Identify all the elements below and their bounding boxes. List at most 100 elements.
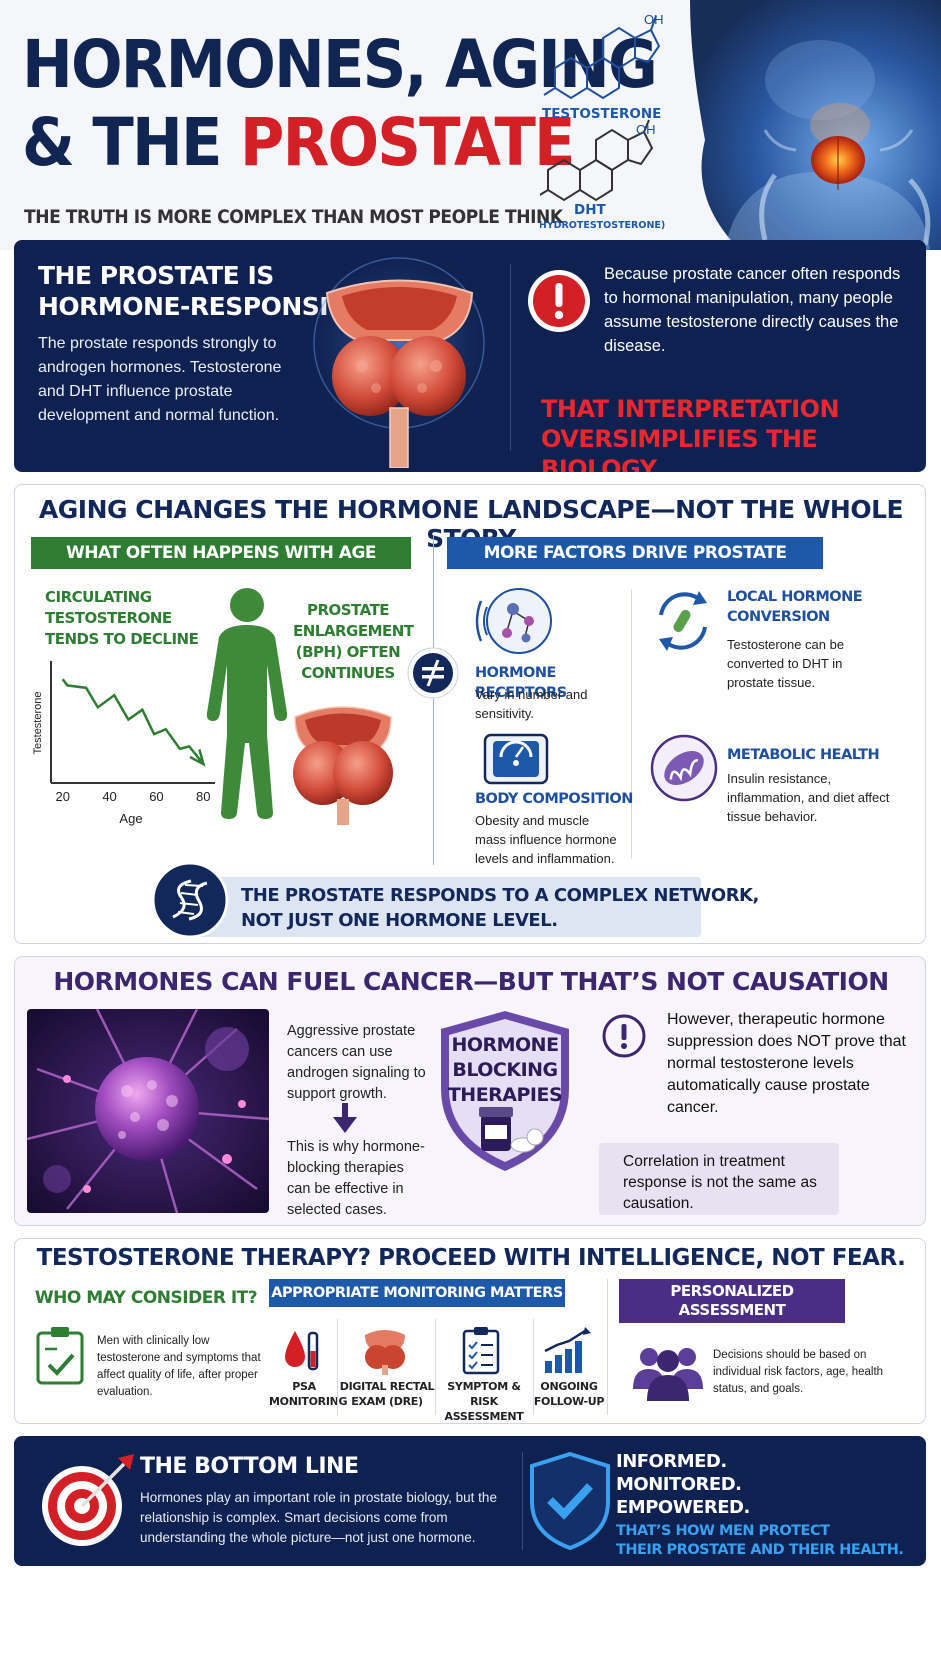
people-group-icon [633, 1348, 703, 1401]
man-silhouette-icon [206, 588, 288, 819]
section2-title: AGING CHANGES THE HORMONE LANDSCAPE—NOT … [38, 495, 904, 553]
title-part-b: PROSTATE [239, 104, 576, 181]
monitor-followup-line2: FOLLOW-UP [533, 1395, 605, 1408]
oh-label: OH [644, 12, 664, 27]
banner-line2: NOT JUST ONE HORMONE LEVEL. [241, 910, 558, 931]
personalized-header-line1: PERSONALIZED ASSESSMENT [670, 1282, 794, 1319]
slogan: INFORMED. MONITORED. EMPOWERED. [616, 1450, 750, 1519]
monitoring-header: APPROPRIATE MONITORING MATTERS [269, 1279, 565, 1307]
bph-line4: CONTINUES [301, 664, 395, 682]
bottom-line-body: Hormones play an important role in prost… [140, 1490, 497, 1545]
monitor-divider-3 [533, 1319, 534, 1415]
monitor-assessment-line2: ASSESSMENT [444, 1410, 524, 1423]
bph-line3: (BPH) OFTEN [295, 643, 401, 661]
section-hormone-responsive: THE PROSTATE IS HORMONE-RESPONSIVE The p… [14, 240, 926, 472]
exclamation-icon [602, 1014, 646, 1058]
section1-divider [510, 264, 511, 450]
monitor-psa-line1: PSA [292, 1380, 316, 1393]
monitor-dre-line1: DIGITAL RECTAL [339, 1380, 435, 1393]
title-part-a: & THE [22, 104, 240, 181]
header: HORMONES, AGING & THE PROSTATE THE TRUTH… [0, 0, 941, 250]
monitor-divider-2 [435, 1319, 436, 1415]
section1-conclusion-line2: OVERSIMPLIFIES THE BIOLOGY. [541, 425, 818, 472]
complex-network-banner [185, 877, 701, 937]
section-aging: AGING CHANGES THE HORMONE LANDSCAPE—NOT … [14, 484, 926, 944]
monitor-label-followup: ONGOING FOLLOW-UP [533, 1379, 605, 1409]
section2-right-header: MORE FACTORS DRIVE PROSTATE BEHAVIOR [447, 537, 823, 595]
clipboard-check-icon [36, 1327, 84, 1385]
bottom-line-title: THE BOTTOM LINE [140, 1454, 359, 1479]
prostate-gland-icon [299, 248, 499, 468]
personalized-text: Decisions should be based on individual … [713, 1349, 884, 1395]
slogan-line2: MONITORED. [616, 1474, 742, 1495]
who-may-consider-text: Men with clinically low testosterone and… [97, 1335, 261, 1398]
testosterone-label: TESTOSTERONE [542, 106, 661, 122]
slogan-line1: INFORMED. [616, 1451, 727, 1472]
section1-body: The prostate responds strongly to androg… [38, 335, 282, 424]
shield-line1: HORMONE [451, 1034, 559, 1056]
scale-icon [483, 733, 549, 785]
banner-line1: THE PROSTATE RESPONDS TO A COMPLEX NETWO… [241, 885, 759, 906]
blood-test-icon [285, 1331, 319, 1371]
chart-x-tick-80: 80 [196, 789, 210, 804]
chart-x-tick-40: 40 [102, 789, 116, 804]
hero-molecules-anatomy: OH O TESTOSTERONE OH O DHT (DIHYDROTESTO… [540, 0, 941, 250]
check-shield-icon [530, 1451, 610, 1550]
factor-title-receptors: HORMONE RECEPTORS [475, 665, 567, 701]
page-title-line1: HORMONES, AGING [22, 26, 658, 103]
monitor-assessment-line1: SYMPTOM & RISK [447, 1380, 521, 1408]
target-icon [42, 1454, 134, 1546]
chart-x-tick-20: 20 [55, 789, 69, 804]
blocking-therapy-text: This is why hormone-blocking therapies c… [287, 1139, 425, 1218]
section4-title: TESTOSTERONE THERAPY? PROCEED WITH INTEL… [36, 1245, 906, 1271]
enlarged-prostate-icon [293, 706, 393, 825]
chart-arrowhead-mark [189, 749, 206, 767]
page-title-line2: & THE PROSTATE [22, 108, 576, 178]
monitor-label-psa: PSA MONITORING [269, 1379, 348, 1409]
not-equal-icon [407, 647, 459, 699]
monitor-psa-line2: MONITORING [269, 1395, 348, 1408]
section-testosterone-therapy: TESTOSTERONE THERAPY? PROCEED WITH INTEL… [14, 1238, 926, 1424]
arrow-down-icon [333, 1103, 357, 1133]
section3-title: HORMONES CAN FUEL CANCER—BUT THAT’S NOT … [53, 967, 889, 996]
conversion-cycle-icon [659, 591, 707, 651]
shield-line3: THERAPIES [447, 1084, 563, 1106]
bph-text: PROSTATE ENLARGEMENT (BPH) OFTEN CONTINU… [293, 600, 414, 684]
factor-text-body: Obesity and muscle mass influence hormon… [475, 813, 617, 866]
alert-icon [528, 270, 590, 332]
dna-icon [151, 861, 229, 939]
tagline-line1: THAT’S HOW MEN PROTECT [616, 1523, 830, 1539]
oh-label-2: OH [636, 122, 656, 137]
section-cancer-causation: HORMONES CAN FUEL CANCER—BUT THAT’S NOT … [14, 956, 926, 1226]
factor-text-receptors: Vary in number and sensitivity. [475, 687, 588, 721]
monitor-label-assessment: SYMPTOM & RISK ASSESSMENT [435, 1379, 533, 1424]
hormone-blocking-shield-icon [441, 1011, 569, 1171]
shield-label: HORMONE BLOCKING THERAPIES [435, 1033, 575, 1108]
monitor-followup-line1: ONGOING [540, 1380, 598, 1393]
checklist-icon [462, 1327, 500, 1375]
section1-claim: Because prostate cancer often responds t… [604, 265, 901, 355]
chart-x-label: Age [119, 811, 142, 826]
dht-full-label: (DIHYDROTESTOSTERONE) [540, 220, 665, 231]
chart-y-label: Testesterone [32, 692, 44, 755]
mitochondria-icon [650, 734, 718, 802]
hormone-receptors-icon [475, 588, 552, 654]
cancer-cell-image [27, 1009, 269, 1213]
page-subtitle: THE TRUTH IS MORE COMPLEX THAN MOST PEOP… [24, 206, 563, 228]
section2-divider [433, 535, 434, 865]
tagline: THAT’S HOW MEN PROTECT THEIR PROSTATE AN… [616, 1522, 904, 1560]
testosterone-decline-text: CIRCULATING TESTOSTERONE TENDS TO DECLIN… [45, 587, 215, 650]
factor-title-conversion: LOCAL HORMONE CONVERSION [727, 589, 863, 625]
shield-line2: BLOCKING [452, 1059, 558, 1081]
factor-title-metabolic: METABOLIC HEALTH [727, 747, 880, 763]
monitor-divider-1 [337, 1319, 338, 1415]
cancer-signaling-text: Aggressive prostate cancers can use andr… [287, 1023, 426, 1102]
personalized-header: PERSONALIZED ASSESSMENT IS KEY [619, 1279, 845, 1338]
tagline-line2: THEIR PROSTATE AND THEIR HEALTH. [616, 1542, 904, 1558]
bph-line1: PROSTATE [306, 601, 390, 619]
testosterone-molecule-icon [543, 15, 661, 100]
correlation-box [599, 1143, 839, 1215]
dht-molecule-icon [540, 119, 654, 202]
